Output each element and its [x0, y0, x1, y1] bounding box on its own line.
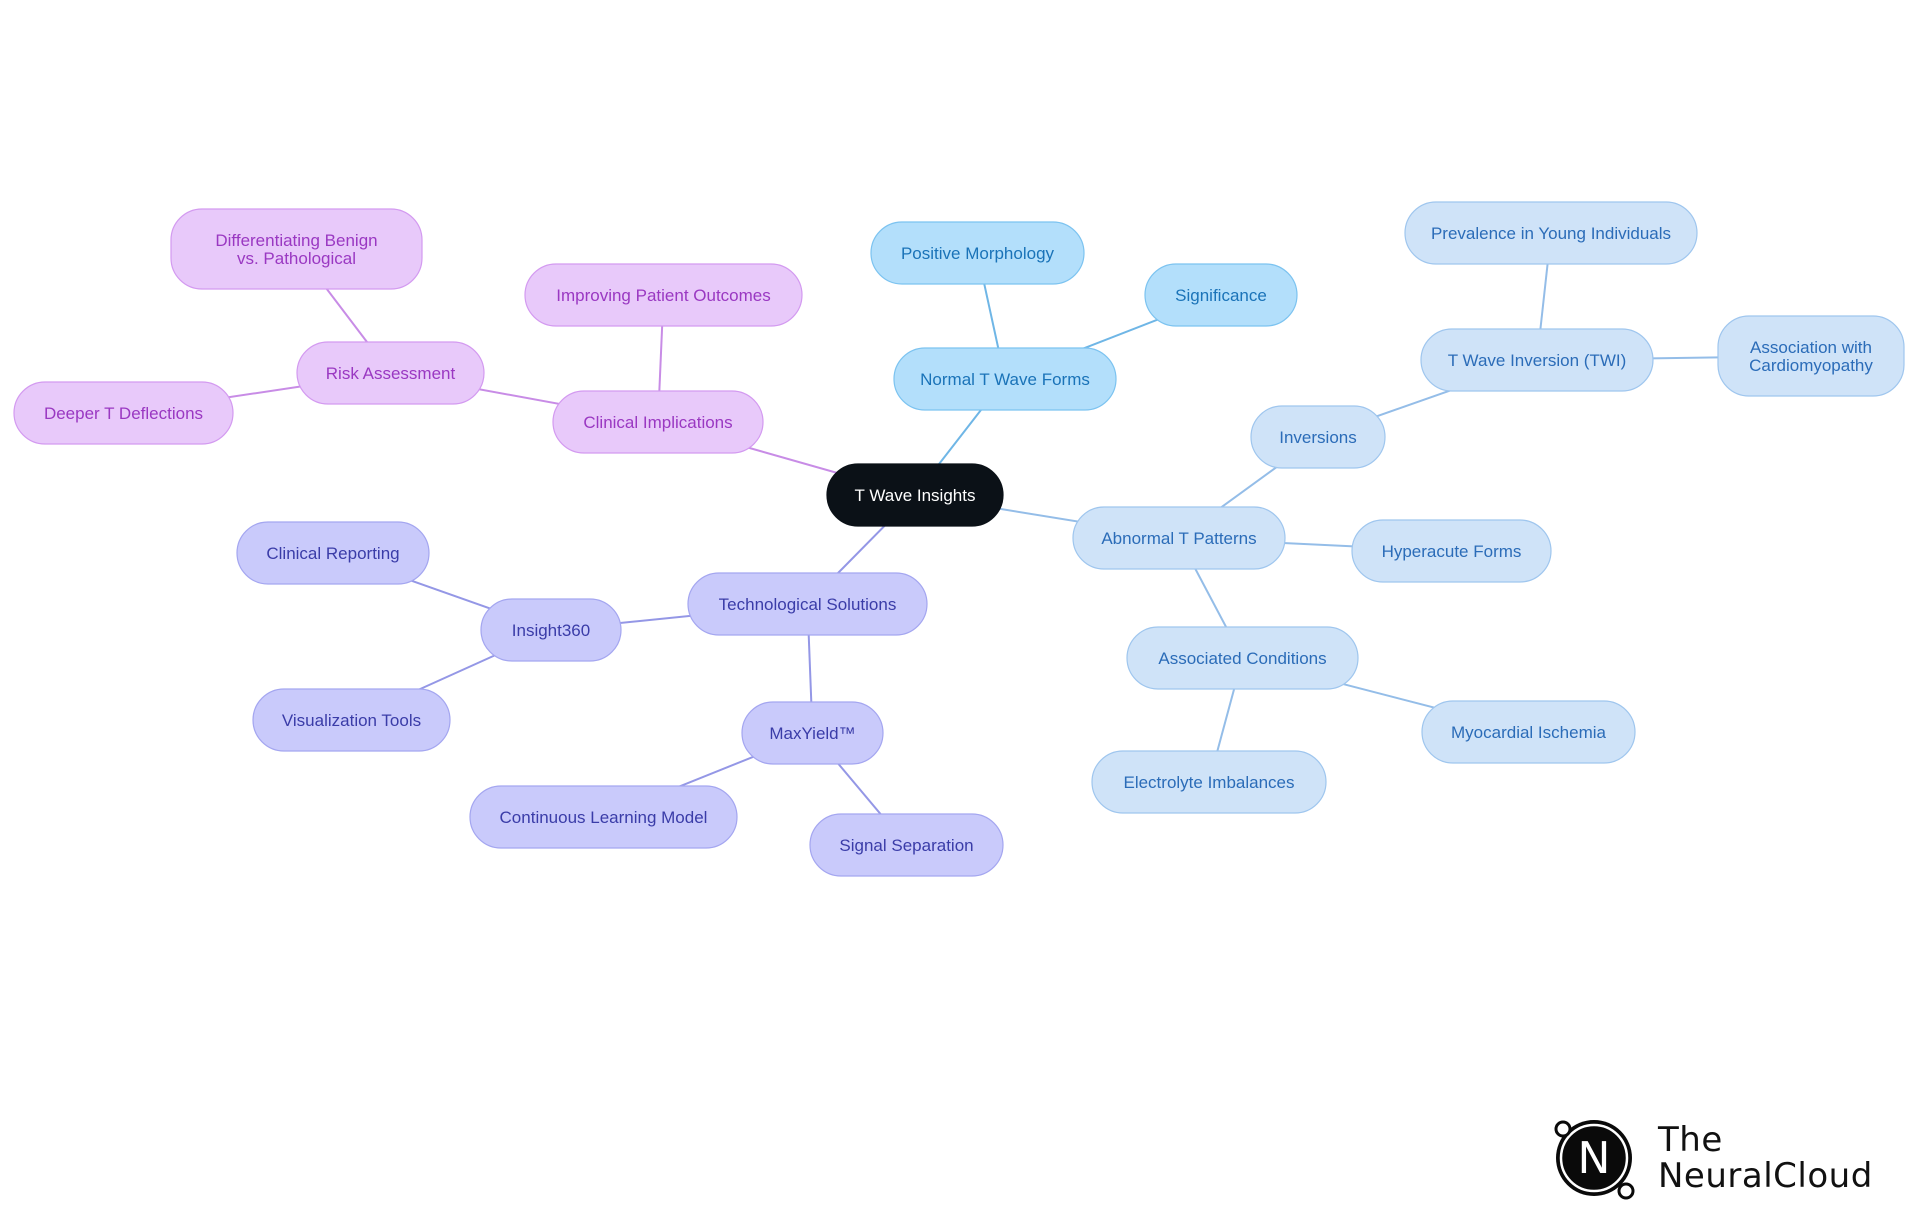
node-label: Insight360: [512, 621, 590, 640]
node-label: MaxYield™: [769, 724, 855, 743]
logo-mark: N: [1578, 1133, 1611, 1184]
node-box: [13, 381, 234, 445]
node-box: [1144, 263, 1298, 327]
node-continuous-learning-model[interactable]: Continuous Learning Model: [469, 785, 738, 849]
node-box: [1072, 506, 1286, 570]
node-box: [1717, 315, 1905, 397]
node-deeper-t-deflections[interactable]: Deeper T Deflections: [13, 381, 234, 445]
node-box: [252, 688, 451, 752]
node-label: Clinical Reporting: [266, 544, 399, 563]
node-label: Myocardial Ischemia: [1451, 723, 1606, 742]
node-prevalence-in-young-individuals[interactable]: Prevalence in Young Individuals: [1404, 201, 1698, 265]
logo-wordmark: The NeuralCloud: [1658, 1122, 1873, 1194]
node-label: Significance: [1175, 286, 1267, 305]
node-myocardial-ischemia[interactable]: Myocardial Ischemia: [1421, 700, 1636, 764]
node-box: [1421, 700, 1636, 764]
node-clinical-implications[interactable]: Clinical Implications: [552, 390, 764, 454]
node-label: Continuous Learning Model: [500, 808, 708, 827]
node-technological-solutions[interactable]: Technological Solutions: [687, 572, 928, 636]
node-t-wave-insights[interactable]: T Wave Insights: [826, 463, 1004, 527]
node-box: [524, 263, 803, 327]
node-box: [1420, 328, 1654, 392]
node-box: [1091, 750, 1327, 814]
node-label: Positive Morphology: [901, 244, 1055, 263]
node-label: Clinical Implications: [583, 413, 732, 432]
node-electrolyte-imbalances[interactable]: Electrolyte Imbalances: [1091, 750, 1327, 814]
node-label: Hyperacute Forms: [1382, 542, 1522, 561]
node-label: T Wave Inversion (TWI): [1448, 351, 1627, 370]
node-significance[interactable]: Significance: [1144, 263, 1298, 327]
node-label: Signal Separation: [839, 836, 973, 855]
node-label: Deeper T Deflections: [44, 404, 203, 423]
node-label: Normal T Wave Forms: [920, 370, 1090, 389]
node-box: [893, 347, 1117, 411]
node-hyperacute-forms[interactable]: Hyperacute Forms: [1351, 519, 1552, 583]
node-box: [236, 521, 430, 585]
node-box: [170, 208, 423, 290]
node-positive-morphology[interactable]: Positive Morphology: [870, 221, 1085, 285]
node-label: Visualization Tools: [282, 711, 421, 730]
node-visualization-tools[interactable]: Visualization Tools: [252, 688, 451, 752]
node-clinical-reporting[interactable]: Clinical Reporting: [236, 521, 430, 585]
node-box: [1250, 405, 1386, 469]
node-associated-conditions[interactable]: Associated Conditions: [1126, 626, 1359, 690]
node-maxyield[interactable]: MaxYield™: [741, 701, 884, 765]
node-box: [826, 463, 1004, 527]
node-box: [296, 341, 485, 405]
node-label: Technological Solutions: [719, 595, 897, 614]
node-box: [480, 598, 622, 662]
node-abnormal-t-patterns[interactable]: Abnormal T Patterns: [1072, 506, 1286, 570]
logo-line-1: The: [1658, 1120, 1723, 1160]
neuralcloud-logo: N The NeuralCloud: [1550, 1112, 1880, 1202]
node-signal-separation[interactable]: Signal Separation: [809, 813, 1004, 877]
node-label: Abnormal T Patterns: [1101, 529, 1256, 548]
node-box: [1351, 519, 1552, 583]
node-normal-t-wave-forms[interactable]: Normal T Wave Forms: [893, 347, 1117, 411]
node-insight360[interactable]: Insight360: [480, 598, 622, 662]
mind-map-nodes: T Wave Insights Normal T Wave Forms Positi…: [13, 201, 1905, 877]
node-t-wave-inversion-twi[interactable]: T Wave Inversion (TWI): [1420, 328, 1654, 392]
neuralcloud-logo-icon: N: [1554, 1120, 1635, 1200]
node-box: [552, 390, 764, 454]
node-box: [741, 701, 884, 765]
node-label: Associated Conditions: [1158, 649, 1326, 668]
node-box: [687, 572, 928, 636]
node-label: Improving Patient Outcomes: [556, 286, 770, 305]
node-label: Prevalence in Young Individuals: [1431, 224, 1671, 243]
node-box: [469, 785, 738, 849]
node-label: T Wave Insights: [855, 486, 976, 505]
node-label: Electrolyte Imbalances: [1123, 773, 1294, 792]
node-inversions[interactable]: Inversions: [1250, 405, 1386, 469]
node-box: [870, 221, 1085, 285]
node-box: [1404, 201, 1698, 265]
node-label: Inversions: [1279, 428, 1356, 447]
node-risk-assessment[interactable]: Risk Assessment: [296, 341, 485, 405]
node-box: [1126, 626, 1359, 690]
node-box: [809, 813, 1004, 877]
node-improving-patient-outcomes[interactable]: Improving Patient Outcomes: [524, 263, 803, 327]
logo-line-2: NeuralCloud: [1658, 1156, 1873, 1196]
node-label: Risk Assessment: [326, 364, 456, 383]
